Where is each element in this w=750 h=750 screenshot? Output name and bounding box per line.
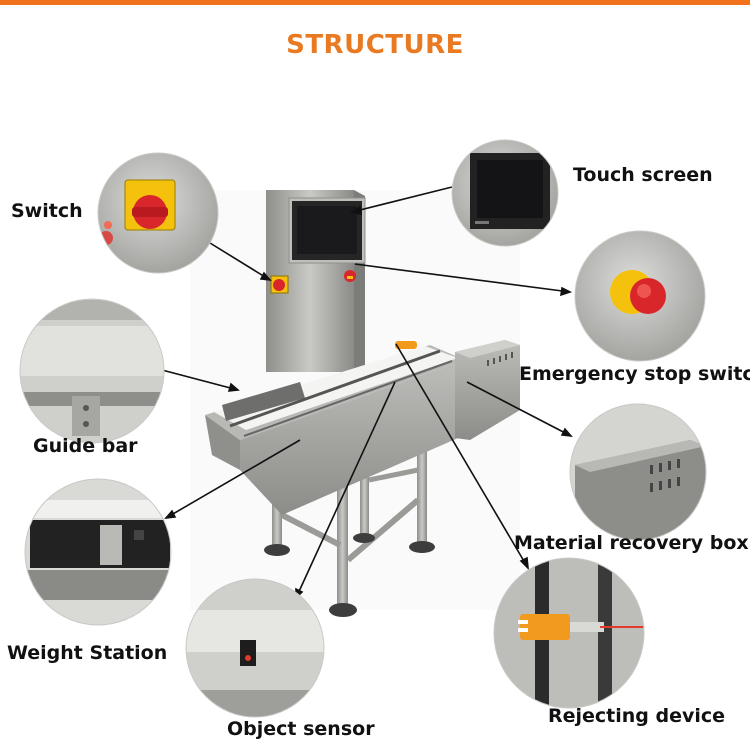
checkweigher-machine: [190, 190, 520, 617]
emergency-stop-detail-bubble: [574, 230, 706, 362]
rejecting-device-detail-bubble: [493, 557, 645, 709]
label-touch-screen: Touch screen: [573, 164, 713, 186]
touch-screen-detail-bubble: [451, 139, 559, 247]
weight-station-detail-bubble: [24, 478, 172, 626]
label-object-sensor: Object sensor: [227, 718, 375, 740]
switch-detail-bubble: [97, 152, 219, 274]
control-column: [266, 190, 366, 372]
label-weight-station: Weight Station: [7, 642, 168, 664]
top-accent-bar: [0, 0, 750, 5]
label-material-recovery-box: Material recovery box: [514, 532, 749, 554]
object-sensor-detail-bubble: [185, 578, 325, 718]
label-guide-bar: Guide bar: [33, 435, 138, 457]
material-recovery-box-detail-bubble: [569, 403, 707, 541]
guide-bar-detail-bubble: [19, 298, 165, 444]
diagram-title: STRUCTURE: [286, 30, 464, 60]
conveyor: [205, 340, 520, 515]
machine-legs: [264, 430, 435, 617]
label-rejecting-device: Rejecting device: [548, 705, 726, 727]
label-switch: Switch: [11, 200, 83, 222]
label-emergency-stop-switch: Emergency stop switch: [519, 363, 750, 385]
leader-lines: [161, 186, 573, 600]
